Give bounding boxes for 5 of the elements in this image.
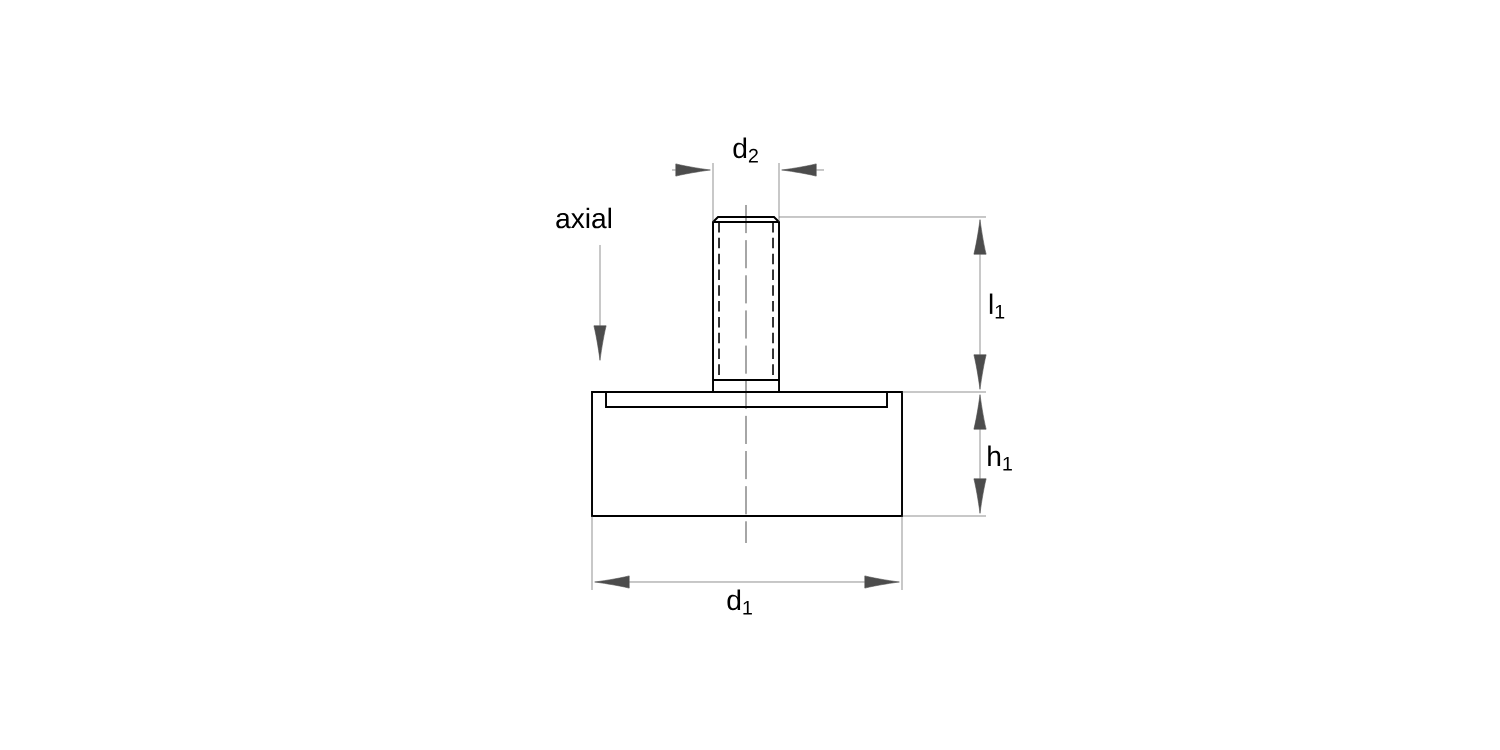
dimension-label: h$_{1}$ xyxy=(988,445,1012,471)
direction-label: axial xyxy=(556,207,611,229)
dimension-label: d$_{1}$ xyxy=(727,589,752,615)
dimension-label: d$_{2}$ xyxy=(733,137,758,163)
dimension-label: l$_{1}$ xyxy=(989,293,1005,319)
